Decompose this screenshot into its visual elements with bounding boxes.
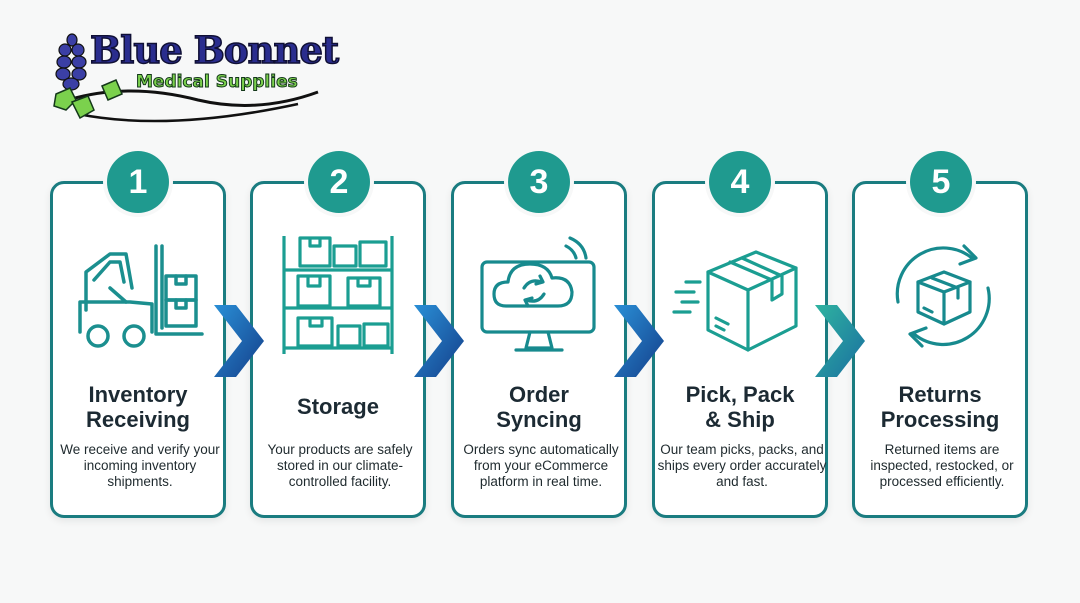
step-title-3: Order Syncing — [449, 382, 629, 432]
step-title-1: Inventory Receiving — [48, 382, 228, 432]
step-title-line: Processing — [880, 407, 1000, 432]
step-title-line: & Ship — [705, 407, 775, 432]
arrow-right-icon — [214, 305, 264, 377]
logo-subtitle: Medical Supplies — [136, 72, 299, 93]
shipping-box-icon — [672, 250, 798, 352]
storage-shelves-icon — [282, 236, 394, 354]
step-title-line: Inventory — [88, 382, 188, 407]
step-title-line: Returns — [898, 382, 982, 407]
arrow-right-icon — [815, 305, 865, 377]
step-title-line: Storage — [297, 394, 379, 419]
forklift-icon — [78, 244, 204, 348]
cloud-sync-monitor-icon — [480, 236, 596, 352]
brand-logo: Blue Bonnet Medical Supplies — [48, 22, 340, 132]
step-card-1 — [50, 181, 226, 518]
step-description-5: Returned items are inspected, restocked,… — [870, 442, 1014, 489]
step-number-5: 5 — [910, 151, 972, 213]
step-title-line: Syncing — [496, 407, 582, 432]
return-box-icon — [895, 244, 991, 348]
step-number-4: 4 — [709, 151, 771, 213]
step-title-line: Pick, Pack — [685, 382, 795, 407]
step-description-3: Orders sync automatically from your eCom… — [463, 442, 619, 489]
step-title-line: Receiving — [86, 407, 190, 432]
arrow-right-icon — [414, 305, 464, 377]
step-description-1: We receive and verify your incoming inve… — [60, 442, 220, 489]
step-card-4 — [652, 181, 828, 518]
step-card-5 — [852, 181, 1028, 518]
logo-title: Blue Bonnet — [89, 27, 340, 73]
step-title-2: Storage — [248, 394, 428, 419]
step-number-3: 3 — [508, 151, 570, 213]
step-title-line: Order — [509, 382, 569, 407]
bluebonnet-flower-icon — [53, 33, 319, 123]
step-description-4: Our team picks, packs, and ships every o… — [657, 442, 827, 489]
step-number-1: 1 — [107, 151, 169, 213]
step-title-5: Returns Processing — [850, 382, 1030, 432]
step-description-2: Your products are safely stored in our c… — [267, 442, 413, 489]
step-number-2: 2 — [308, 151, 370, 213]
arrow-right-icon — [614, 305, 664, 377]
step-title-4: Pick, Pack & Ship — [650, 382, 830, 432]
